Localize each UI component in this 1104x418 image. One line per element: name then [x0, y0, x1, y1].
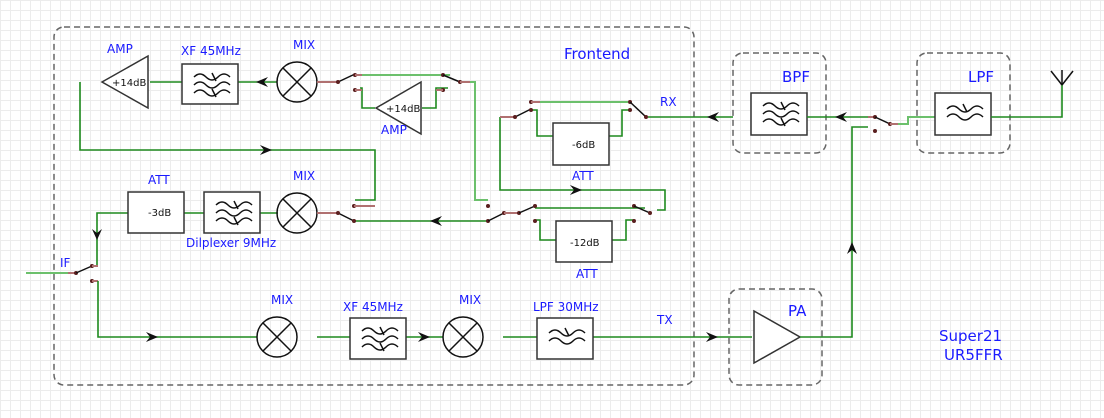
arrow-icon [430, 216, 442, 226]
tx-label: TX [656, 313, 673, 327]
credits-line1: Super21 [939, 327, 1002, 345]
if-label: IF [60, 256, 71, 270]
pa-triangle [753, 309, 802, 365]
amp2-label: AMP [381, 123, 407, 137]
amp2-triangle [374, 80, 422, 136]
tx-mix1-label: MIX [271, 293, 293, 307]
arrow-icon [847, 242, 857, 254]
amp1-label: AMP [107, 42, 133, 56]
arrow-icon [260, 145, 272, 155]
tx-lpf-label: LPF 30MHz [533, 300, 599, 314]
pa-label: PA [788, 302, 807, 320]
lpf-group [916, 52, 1011, 154]
att-if-box [127, 191, 185, 234]
amp2-gain: +14dB [386, 104, 420, 115]
diplexer-label: Dilplexer 9MHz [186, 236, 276, 250]
amp1-gain: +14dB [112, 78, 146, 89]
arrow-icon [706, 332, 718, 342]
arrow-icon [707, 112, 719, 122]
mix-if-label: MIX [293, 169, 315, 183]
att1-box [552, 122, 610, 166]
antenna-icon [1050, 70, 1074, 86]
frontend-label: Frontend [564, 45, 630, 63]
arrow-icon [570, 185, 582, 195]
att2-box [555, 220, 613, 263]
tx-xf-label: XF 45MHz [343, 300, 403, 314]
att2-label: ATT [576, 267, 598, 281]
frontend-group [53, 26, 695, 386]
mix1-label: MIX [293, 38, 315, 52]
att1-value: -6dB [572, 140, 595, 151]
lpf-filter [934, 92, 992, 136]
bpf-label: BPF [782, 68, 810, 86]
tx-mix2-label: MIX [459, 293, 481, 307]
credits-line2: UR5FFR [944, 346, 1003, 364]
tx-lpf-filter [536, 317, 594, 360]
bpf-filter [750, 92, 808, 136]
xf1-label: XF 45MHz [181, 44, 241, 58]
att-if-value: -3dB [148, 208, 171, 219]
amp1-triangle [100, 54, 149, 110]
arrow-icon [146, 332, 158, 342]
rx-label: RX [660, 95, 677, 109]
arrow-icon [418, 332, 430, 342]
lpf-label: LPF [968, 68, 994, 86]
att2-value: -12dB [570, 238, 600, 249]
arrow-icon [256, 77, 268, 87]
bpf-group [732, 52, 827, 154]
arrow-icon [835, 112, 847, 122]
att-if-label: ATT [148, 173, 170, 187]
att1-label: ATT [572, 169, 594, 183]
arrow-icon [92, 229, 102, 240]
